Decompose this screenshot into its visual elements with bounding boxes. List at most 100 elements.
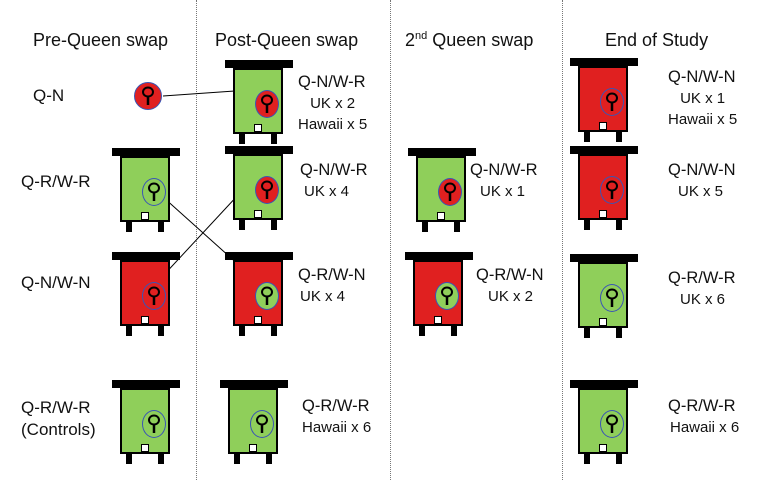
hive-post-3	[225, 252, 293, 336]
queen-marker	[255, 176, 279, 204]
count-label: UK x 4	[300, 288, 346, 305]
hive-pre-controls	[112, 380, 180, 464]
queen-icon	[606, 92, 618, 111]
hive-roof	[112, 252, 180, 260]
hive-roof	[112, 148, 180, 156]
hive-leg	[126, 326, 132, 336]
hive-roof	[225, 146, 293, 154]
hive-leg	[126, 222, 132, 232]
hive-leg	[271, 220, 277, 230]
hive-body	[578, 388, 628, 454]
row-label-q-n: Q-N	[33, 86, 65, 105]
hive-body	[233, 154, 283, 220]
count-label: Hawaii x 5	[298, 116, 368, 133]
queen-icon	[261, 94, 273, 113]
hive-roof	[570, 254, 638, 262]
hive-roof	[220, 380, 288, 388]
hive-end-3	[570, 254, 638, 338]
genotype-label: Q-N/W-R	[470, 161, 538, 179]
second-label-2: Q-R/W-N UK x 2	[476, 265, 544, 307]
hive-leg	[234, 454, 240, 464]
hive-post-4	[220, 380, 288, 464]
queen-icon	[606, 414, 618, 433]
queen-icon	[606, 288, 618, 307]
queen-icon	[142, 86, 154, 105]
hive-leg	[454, 222, 460, 232]
loose-queen	[134, 82, 162, 110]
hive-pre-q-n-w-n	[112, 252, 180, 336]
hive-leg	[126, 454, 132, 464]
queen-icon	[148, 414, 160, 433]
hive-leg	[584, 328, 590, 338]
count-label: UK x 1	[480, 183, 526, 200]
row-label-controls-note: (Controls)	[21, 420, 96, 439]
queen-marker	[142, 178, 166, 206]
hive-entrance	[599, 318, 607, 326]
count-label: Hawaii x 6	[670, 419, 740, 436]
divider-2	[390, 0, 391, 480]
queen-marker	[142, 410, 166, 438]
genotype-label: Q-N/W-N	[668, 68, 736, 86]
hive-leg	[158, 454, 164, 464]
hive-roof	[112, 380, 180, 388]
hive-body	[413, 260, 463, 326]
hive-leg	[419, 326, 425, 336]
genotype-label: Q-R/W-R	[302, 397, 370, 415]
genotype-label: Q-N/W-R	[298, 73, 366, 91]
hive-body	[120, 156, 170, 222]
header-second-queen-swap: 2nd Queen swap	[405, 30, 533, 51]
post-label-2: Q-N/W-R UK x 4	[300, 160, 368, 202]
genotype-label: Q-R/W-N	[298, 266, 366, 284]
genotype-label: Q-R/W-N	[476, 266, 544, 284]
hive-end-4	[570, 380, 638, 464]
hive-leg	[239, 326, 245, 336]
queen-marker	[250, 410, 274, 438]
end-label-1: Q-N/W-N UK x 1 Hawaii x 5	[668, 67, 737, 130]
hive-entrance	[141, 444, 149, 452]
hive-leg	[271, 134, 277, 144]
hive-entrance	[254, 316, 262, 324]
row-label-controls-geno: Q-R/W-R	[21, 398, 91, 417]
count-label: UK x 2	[488, 288, 534, 305]
hive-leg	[271, 326, 277, 336]
hive-body	[416, 156, 466, 222]
second-label-1: Q-N/W-R UK x 1	[470, 160, 538, 202]
hive-leg	[239, 220, 245, 230]
queen-marker	[255, 282, 279, 310]
hive-leg	[616, 220, 622, 230]
genotype-label: Q-R/W-R	[668, 269, 736, 287]
hive-entrance	[254, 124, 262, 132]
queen-icon	[256, 414, 268, 433]
row-label-q-n-w-n: Q-N/W-N	[21, 273, 91, 292]
header-second-number: 2	[405, 30, 416, 50]
queen-icon	[148, 182, 160, 201]
hive-leg	[584, 454, 590, 464]
hive-entrance	[599, 444, 607, 452]
end-label-3: Q-R/W-R UK x 6	[668, 268, 736, 310]
queen-marker	[438, 178, 462, 206]
genotype-label: Q-R/W-R	[668, 397, 736, 415]
hive-second-2	[405, 252, 473, 336]
hive-roof	[570, 380, 638, 388]
hive-end-2	[570, 146, 638, 230]
hive-leg	[158, 326, 164, 336]
divider-3	[562, 0, 563, 480]
hive-leg	[616, 328, 622, 338]
genotype-label: Q-N/W-R	[300, 161, 368, 179]
end-label-2: Q-N/W-N UK x 5	[668, 160, 736, 202]
count-label: Hawaii x 5	[668, 111, 738, 128]
hive-roof	[570, 58, 638, 66]
queen-marker	[600, 284, 624, 312]
count-label: UK x 5	[678, 183, 724, 200]
hive-roof	[570, 146, 638, 154]
hive-body	[233, 68, 283, 134]
hive-leg	[584, 132, 590, 142]
hive-entrance	[249, 444, 257, 452]
hive-entrance	[141, 316, 149, 324]
hive-entrance	[434, 316, 442, 324]
hive-leg	[616, 132, 622, 142]
queen-icon	[444, 182, 456, 201]
queen-marker	[255, 90, 279, 118]
queen-marker	[142, 282, 166, 310]
hive-second-1	[408, 148, 476, 232]
